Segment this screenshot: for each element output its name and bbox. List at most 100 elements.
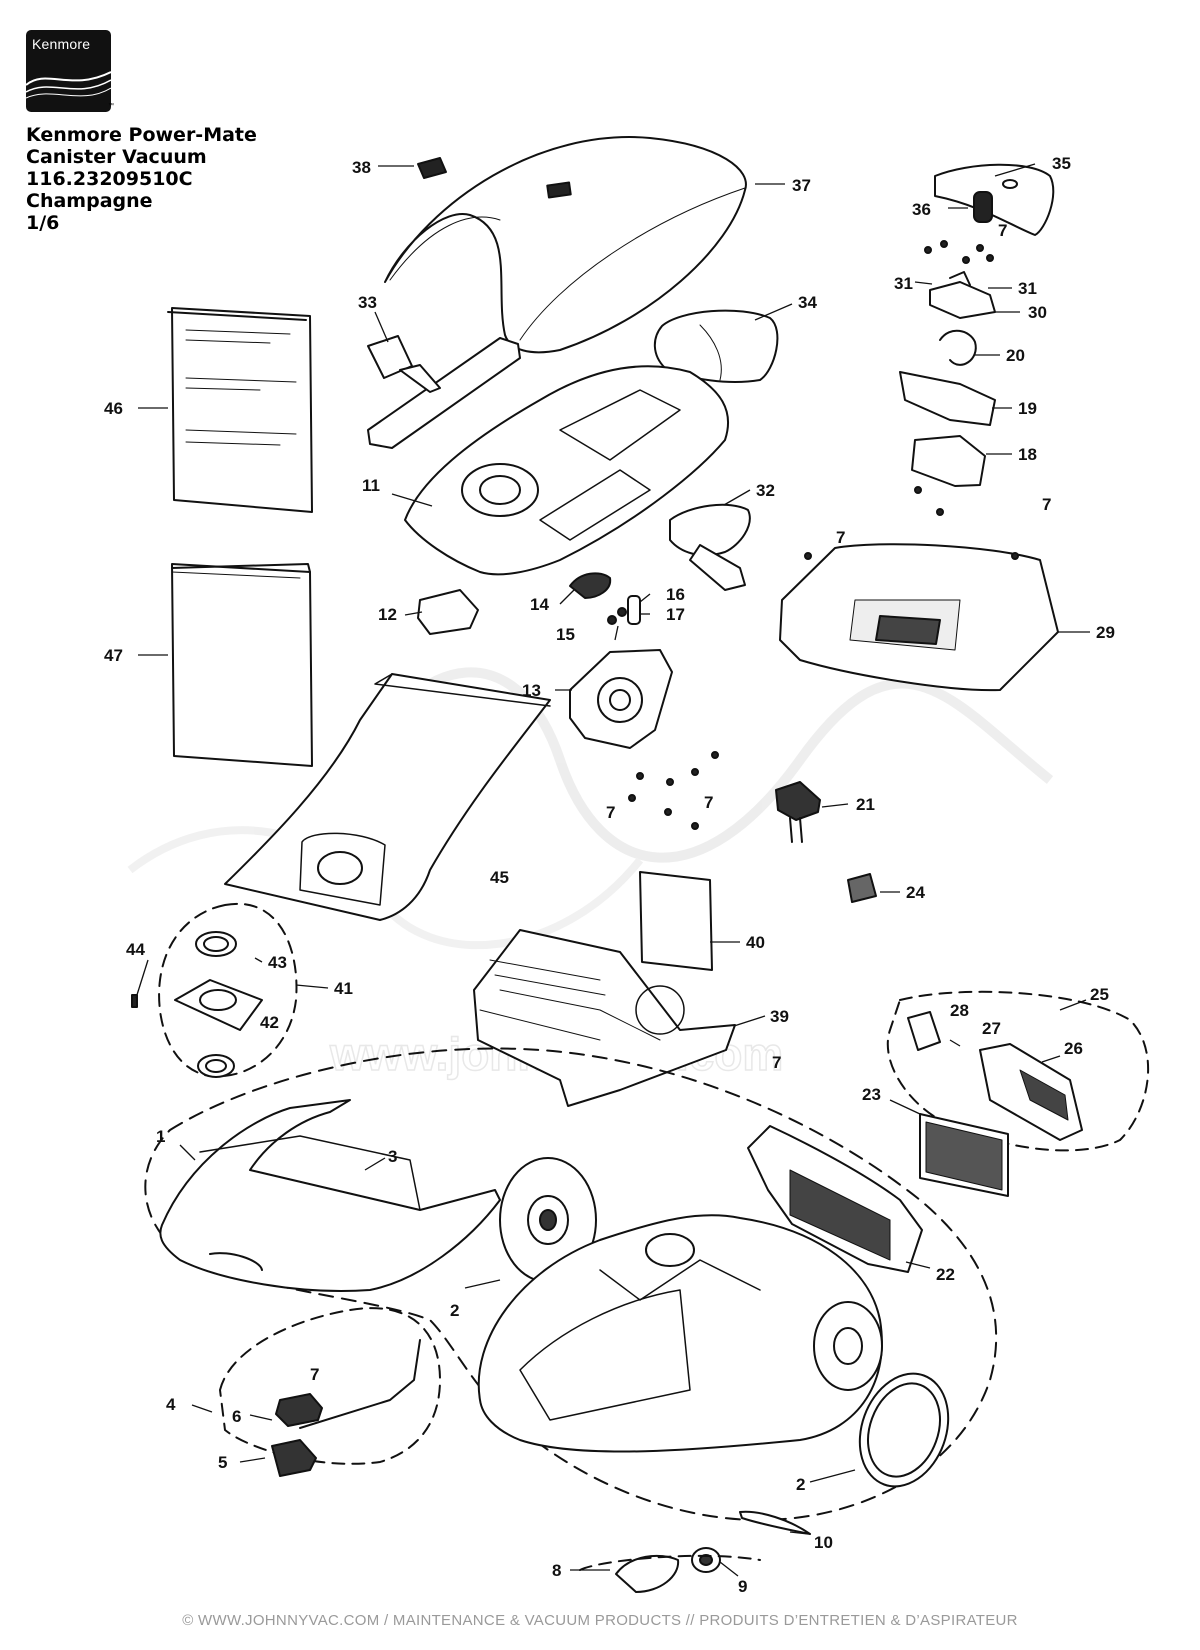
callout-25: 25 bbox=[1090, 985, 1109, 1004]
callout-22: 22 bbox=[936, 1265, 955, 1284]
callout-7-22: 7 bbox=[772, 1053, 781, 1072]
callout-30: 30 bbox=[1028, 303, 1047, 322]
callout-35: 35 bbox=[1052, 154, 1071, 173]
part-47-manual bbox=[171, 563, 313, 767]
part-16-17-spring-pin bbox=[627, 595, 641, 625]
title-line-page: 1/6 bbox=[26, 212, 60, 234]
part-9-caster-wheel bbox=[691, 1547, 721, 1573]
trademark-mark: ™ bbox=[108, 103, 114, 109]
callout-41: 41 bbox=[334, 979, 353, 998]
callout-7-13-right: 7 bbox=[704, 793, 713, 812]
part-40-motor-filter bbox=[639, 871, 713, 971]
callout-36: 36 bbox=[912, 200, 931, 219]
part-15-screws bbox=[607, 607, 627, 625]
callout-19: 19 bbox=[1018, 399, 1037, 418]
callout-39: 39 bbox=[770, 1007, 789, 1026]
part-36-spring bbox=[973, 191, 993, 223]
leader-lines bbox=[135, 163, 1090, 1577]
callout-34: 34 bbox=[798, 293, 817, 312]
callout-12: 12 bbox=[378, 605, 397, 624]
callout-38: 38 bbox=[352, 158, 371, 177]
title-line-type: Canister Vacuum bbox=[26, 146, 207, 168]
part-20-spring bbox=[939, 329, 977, 366]
callout-numbers: 38 37 35 36 7 31 31 30 20 19 18 34 33 46… bbox=[104, 154, 1115, 1596]
callout-2-outer: 2 bbox=[796, 1475, 805, 1494]
callout-20: 20 bbox=[1006, 346, 1025, 365]
part-38-badge bbox=[417, 157, 447, 179]
part-1-base-group bbox=[144, 1047, 998, 1521]
callout-27: 27 bbox=[982, 1019, 1001, 1038]
screws-top-right bbox=[924, 240, 994, 264]
callout-28: 28 bbox=[950, 1001, 969, 1020]
model-title-block: Kenmore Power-Mate Canister Vacuum 116.2… bbox=[26, 124, 257, 234]
title-line-color: Champagne bbox=[26, 190, 153, 212]
callout-47: 47 bbox=[104, 646, 123, 665]
callout-8: 8 bbox=[552, 1561, 561, 1580]
logo-text: Kenmore bbox=[32, 36, 91, 52]
part-34-foam-filter bbox=[653, 309, 779, 383]
callout-4: 4 bbox=[166, 1395, 176, 1414]
part-44-screw bbox=[131, 994, 138, 1008]
part-24-cord-clip bbox=[847, 873, 877, 903]
callout-26: 26 bbox=[1064, 1039, 1083, 1058]
callout-9: 9 bbox=[738, 1577, 747, 1596]
part-2-rear-wheel-inner bbox=[499, 1157, 597, 1283]
part-18-button-housing bbox=[911, 435, 986, 487]
callout-17: 17 bbox=[666, 605, 685, 624]
callout-32: 32 bbox=[756, 481, 775, 500]
part-11-upper-body bbox=[404, 365, 730, 576]
part-23-hepa-filter bbox=[919, 1113, 1009, 1197]
part-32-hose-connector bbox=[669, 503, 751, 591]
part-14-button bbox=[569, 572, 612, 599]
part-2-rear-wheel-outer bbox=[858, 1372, 950, 1488]
callout-3: 3 bbox=[388, 1147, 397, 1166]
callout-6: 6 bbox=[232, 1407, 241, 1426]
callout-33: 33 bbox=[358, 293, 377, 312]
part-39-motor-cover bbox=[473, 929, 736, 1107]
part-22-exhaust-housing bbox=[747, 1125, 923, 1273]
callout-21: 21 bbox=[856, 795, 875, 814]
callout-24: 24 bbox=[906, 883, 925, 902]
callout-40: 40 bbox=[746, 933, 765, 952]
callout-1: 1 bbox=[156, 1127, 165, 1146]
part-45-dust-bag bbox=[224, 673, 551, 921]
callout-23: 23 bbox=[862, 1085, 881, 1104]
part-35-handle-top bbox=[934, 163, 1055, 236]
callout-5: 5 bbox=[218, 1453, 227, 1472]
screws-29 bbox=[804, 486, 1019, 560]
callout-31-right: 31 bbox=[1018, 279, 1037, 298]
callout-43: 43 bbox=[268, 953, 287, 972]
part-21-switch bbox=[775, 781, 821, 843]
callout-7-29-left: 7 bbox=[836, 528, 845, 547]
callout-7-switch: 7 bbox=[310, 1365, 319, 1384]
part-13-cord-reel-housing bbox=[569, 649, 673, 749]
kenmore-logo: Kenmore bbox=[26, 30, 111, 112]
part-8-caster-base bbox=[615, 1554, 680, 1593]
callout-7-13-left: 7 bbox=[606, 803, 615, 822]
footer-copyright: © WWW.JOHNNYVAC.COM / MAINTENANCE & VACU… bbox=[182, 1612, 1018, 1629]
callout-14: 14 bbox=[530, 595, 549, 614]
screws-13 bbox=[628, 751, 719, 830]
part-4-switch-group bbox=[219, 1307, 441, 1477]
callout-2-inner: 2 bbox=[450, 1301, 459, 1320]
callout-11: 11 bbox=[362, 476, 380, 495]
title-line-product: Kenmore Power-Mate bbox=[26, 124, 257, 146]
callout-46: 46 bbox=[104, 399, 123, 418]
part-30-latch bbox=[929, 271, 996, 319]
callout-29: 29 bbox=[1096, 623, 1115, 642]
part-41-bag-door-group bbox=[158, 902, 298, 1078]
logo-swoosh-icon bbox=[26, 71, 111, 99]
callout-7-29-right: 7 bbox=[1042, 495, 1051, 514]
callout-45: 45 bbox=[490, 868, 509, 887]
part-12-bag-holder bbox=[417, 589, 479, 635]
part-29-base-plate bbox=[779, 543, 1059, 692]
part-46-manual bbox=[167, 307, 313, 513]
callout-16: 16 bbox=[666, 585, 685, 604]
part-10-trim bbox=[739, 1510, 811, 1535]
callout-13: 13 bbox=[522, 681, 541, 700]
part-19-handle-base bbox=[899, 371, 996, 426]
part-25-exhaust-grill-group bbox=[886, 990, 1150, 1152]
callout-42: 42 bbox=[260, 1013, 279, 1032]
callout-18: 18 bbox=[1018, 445, 1037, 464]
